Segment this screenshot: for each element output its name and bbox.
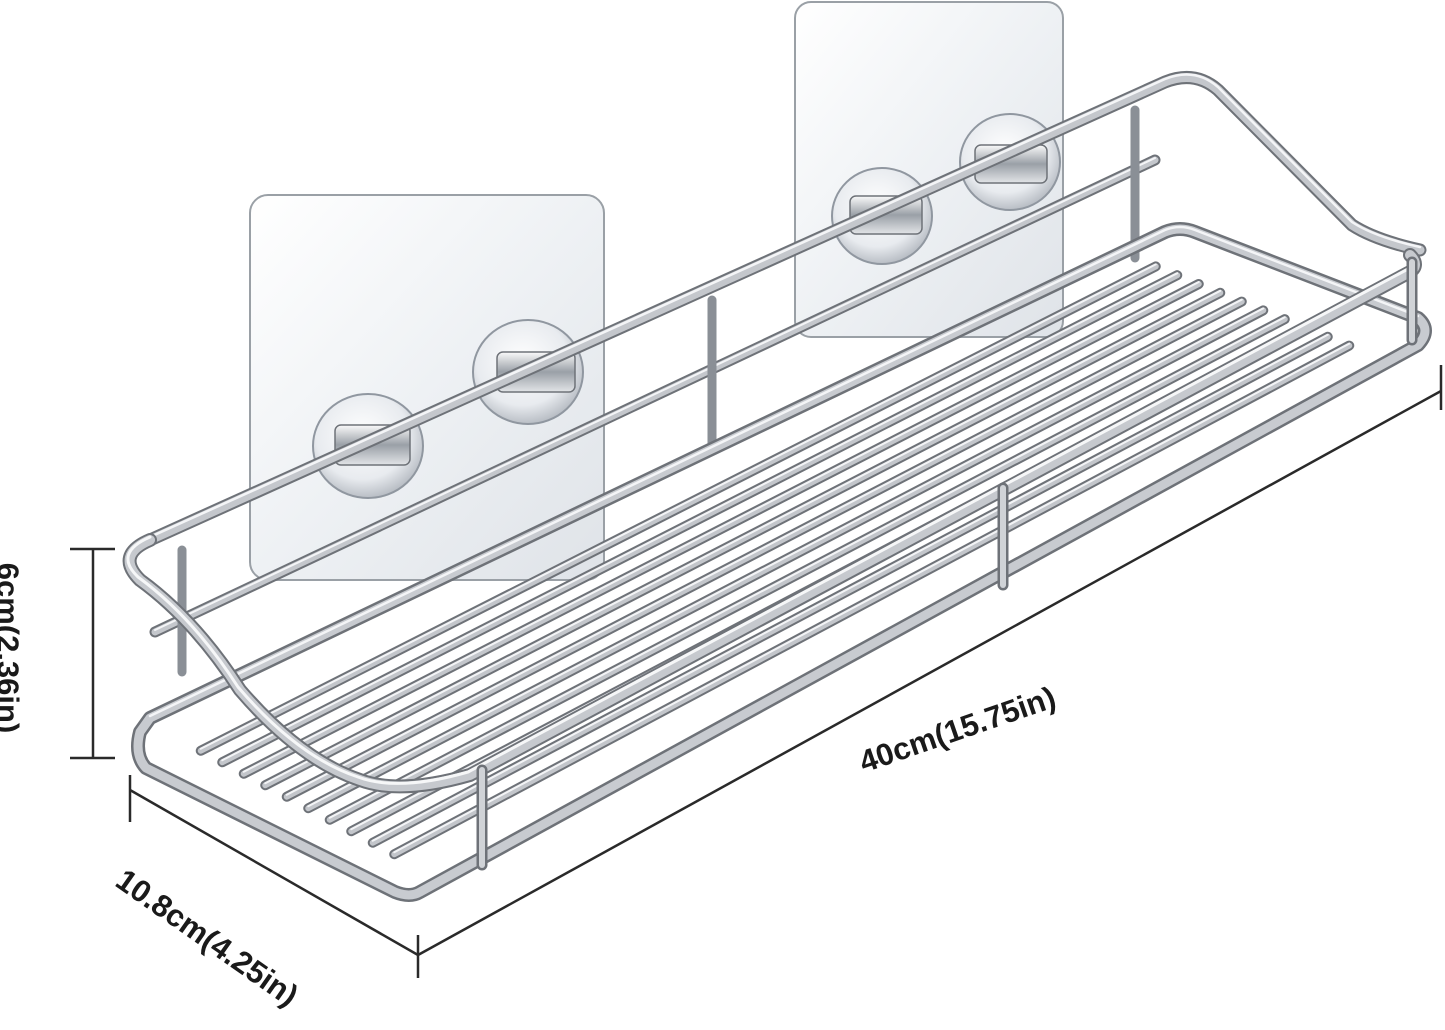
floor-slat bbox=[262, 289, 1224, 789]
depth-dimension-line bbox=[128, 775, 420, 978]
floor-slat bbox=[242, 281, 1200, 773]
base-frame bbox=[131, 222, 1432, 902]
adhesive-pad-right bbox=[794, 1, 1064, 338]
floor-slat bbox=[369, 333, 1331, 846]
wire-basket bbox=[122, 71, 1432, 902]
dimension-lines bbox=[70, 365, 1443, 978]
floor-slat bbox=[219, 272, 1181, 766]
floor-slat bbox=[305, 307, 1267, 812]
front-top-rail bbox=[122, 248, 1422, 794]
floor-slat bbox=[326, 316, 1288, 823]
floor-slat bbox=[328, 316, 1286, 819]
front-posts bbox=[476, 256, 1418, 871]
floor-slat bbox=[221, 272, 1179, 762]
floor-slat bbox=[391, 342, 1353, 858]
floor-slat bbox=[307, 307, 1265, 808]
floor-slat bbox=[371, 333, 1329, 842]
length-dimension-line bbox=[417, 365, 1443, 957]
floor-slat bbox=[264, 289, 1222, 785]
floor-slat bbox=[199, 263, 1157, 750]
back-lower-rail bbox=[149, 154, 1161, 638]
floor-slat bbox=[197, 263, 1159, 754]
floor-slat bbox=[240, 281, 1202, 777]
back-top-rail bbox=[143, 71, 1427, 547]
floor-slat bbox=[393, 342, 1351, 854]
floor-slat bbox=[283, 298, 1245, 800]
height-dimension-line bbox=[70, 547, 115, 760]
floor-slat bbox=[285, 298, 1243, 796]
height-dimension-label: 6cm(2.36in) bbox=[0, 562, 26, 734]
